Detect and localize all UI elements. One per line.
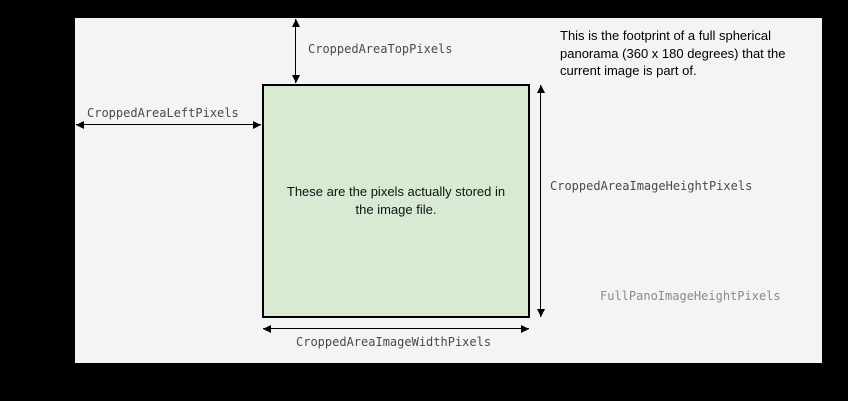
cropped-area-rect: These are the pixels actually stored in … [262,84,530,318]
cropped-width-arrow [263,325,529,333]
cropped-top-label: CroppedAreaTopPixels [308,42,453,56]
full-pano-height-label: FullPanoImageHeightPixels [600,289,781,303]
cropped-top-arrow [292,19,300,83]
cropped-left-arrow [76,121,261,129]
cropped-height-arrow [537,85,545,317]
cropped-area-caption: These are the pixels actually stored in … [286,183,506,217]
cropped-height-label: CroppedAreaImageHeightPixels [550,179,753,193]
cropped-left-label: CroppedAreaLeftPixels [87,106,239,120]
footprint-note: This is the footprint of a full spherica… [560,28,786,79]
cropped-width-label: CroppedAreaImageWidthPixels [296,335,492,349]
